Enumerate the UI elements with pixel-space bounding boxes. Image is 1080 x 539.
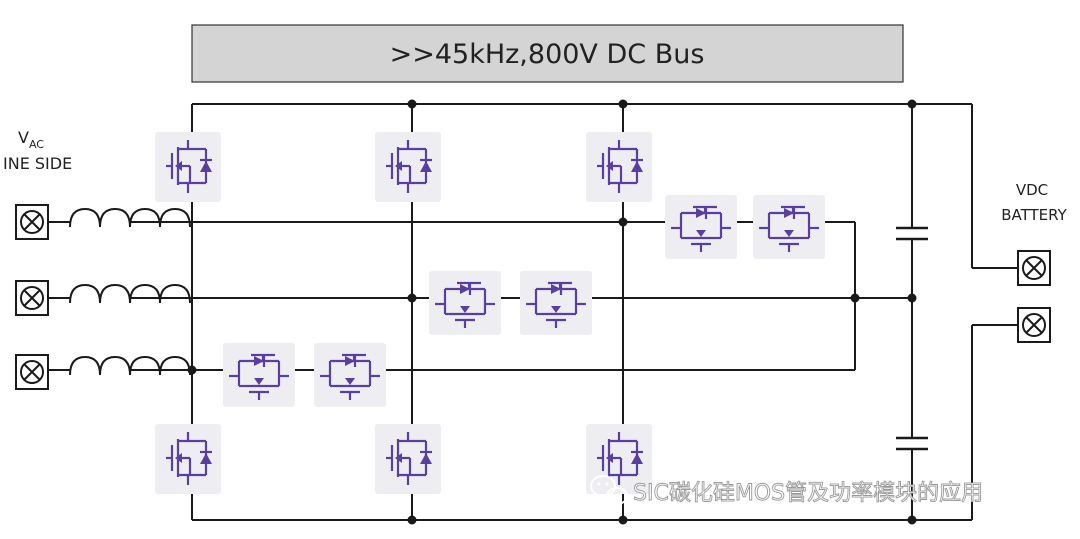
mosfet-icon (373, 130, 443, 204)
mosfet-icon (153, 422, 223, 496)
mosfet-icon (153, 130, 223, 204)
mosfet-icon (584, 130, 654, 204)
battery-label: BATTERY (1001, 206, 1067, 224)
inductor-coil-icon (69, 208, 191, 228)
junction-dots (187, 99, 917, 525)
vdc-label: VDC (1016, 181, 1048, 199)
inductor-coil-icon (69, 284, 191, 304)
mosfet-icon (518, 269, 594, 337)
mosfet-icon (751, 193, 827, 261)
mosfet-icon (221, 341, 297, 409)
mosfet-icon (373, 422, 443, 496)
mosfet-icon (427, 269, 503, 337)
banner-box (191, 24, 904, 83)
mosfet-icon (663, 193, 739, 261)
x-box-icon (15, 280, 49, 316)
banner-text: >>45kHz,800V DC Bus (390, 39, 705, 70)
line-side-label: INE SIDE (3, 154, 72, 173)
x-box-icon (15, 354, 49, 390)
wechat-icon (590, 475, 628, 505)
x-box-icon (1017, 250, 1051, 286)
x-box-icon (1017, 307, 1051, 343)
mosfet-icon (312, 341, 388, 409)
vac-label: VAC (18, 128, 44, 151)
inductor-coil-icon (69, 356, 191, 376)
watermark-text: SIC碳化硅MOS管及功率模块的应用 (633, 481, 983, 506)
x-box-icon (15, 204, 49, 240)
